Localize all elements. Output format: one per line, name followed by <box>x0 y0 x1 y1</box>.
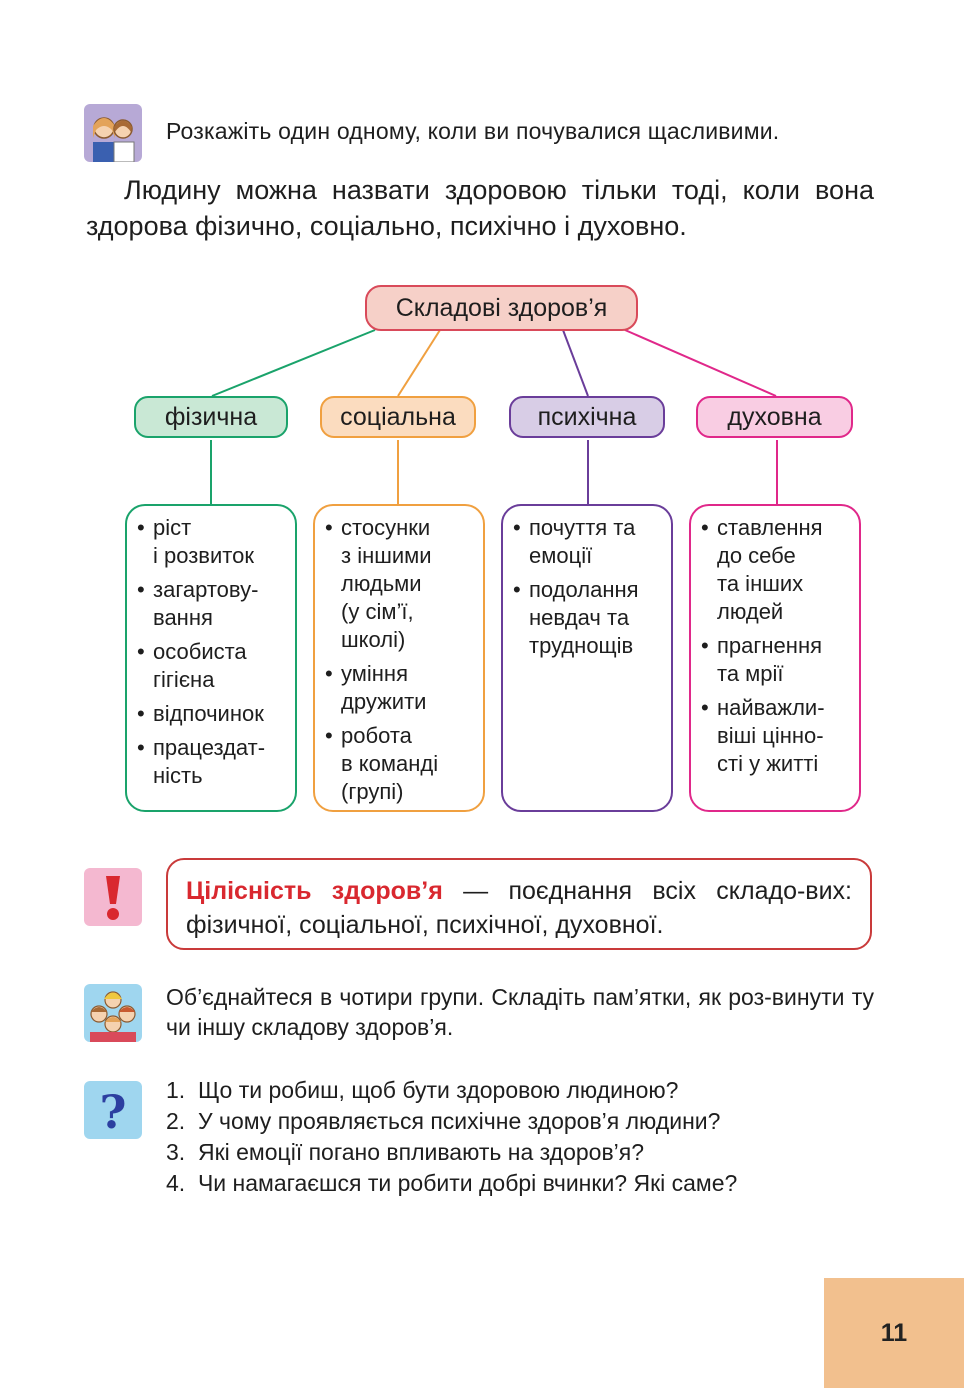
card-spiritual: ставлення до себе та інших людей прагнен… <box>689 504 861 812</box>
card-mental: почуття та емоції подолання невдач та тр… <box>501 504 673 812</box>
diagram-root: Складові здоров’я <box>365 285 638 331</box>
list-item: ставлення до себе та інших людей <box>701 514 853 626</box>
list-item: особиста гігієна <box>137 638 289 694</box>
definition-text: — поєднання всіх складо-вих: фізичної, с… <box>186 877 852 939</box>
group-icon <box>84 984 142 1042</box>
question-item: 4. Чи намагаєшся ти робити добрі вчинки?… <box>166 1170 738 1196</box>
list-item: прагнення та мрії <box>701 632 853 688</box>
intro-text: Розкажіть один одному, коли ви почувалис… <box>166 118 780 144</box>
question-item: 2. У чому проявляється психічне здоров’я… <box>166 1108 721 1134</box>
branch-mental: психічна <box>509 396 665 438</box>
main-paragraph: Людину можна назвати здоровою тільки тод… <box>86 175 874 241</box>
list-item: працездат- ність <box>137 734 289 790</box>
list-item: ріст і розвиток <box>137 514 289 570</box>
list-item: стосунки з іншими людьми (у сім’ї, школі… <box>325 514 477 654</box>
list-item: найважли- віші цінно- сті у житті <box>701 694 853 778</box>
list-item: почуття та емоції <box>513 514 665 570</box>
exclamation-icon <box>84 868 142 926</box>
svg-text:?: ? <box>100 1085 127 1139</box>
list-item: подолання невдач та труднощів <box>513 576 665 660</box>
page-number: 11 <box>824 1278 964 1388</box>
card-social: стосунки з іншими людьми (у сім’ї, школі… <box>313 504 485 812</box>
list-item: уміння дружити <box>325 660 477 716</box>
definition-box: Цілісність здоров’я — поєднання всіх скл… <box>166 858 872 950</box>
pair-talk-icon <box>84 104 142 163</box>
question-item: 1. Що ти робиш, щоб бути здоровою людино… <box>166 1077 679 1103</box>
branch-social: соціальна <box>320 396 476 438</box>
list-item: загартову- вання <box>137 576 289 632</box>
list-item: відпочинок <box>137 700 289 728</box>
definition-term: Цілісність здоров’я <box>186 877 443 905</box>
question-item: 3. Які емоції погано впливають на здоров… <box>166 1139 645 1165</box>
branch-spiritual: духовна <box>696 396 853 438</box>
list-item: робота в команді (групі) <box>325 722 477 806</box>
card-physical: ріст і розвиток загартову- вання особист… <box>125 504 297 812</box>
group-task: Об’єднайтеся в чотири групи. Складіть па… <box>166 984 874 1040</box>
question-icon: ? <box>84 1081 142 1139</box>
branch-physical: фізична <box>134 396 288 438</box>
questions-list: 1. Що ти робиш, щоб бути здоровою людино… <box>166 1075 737 1199</box>
